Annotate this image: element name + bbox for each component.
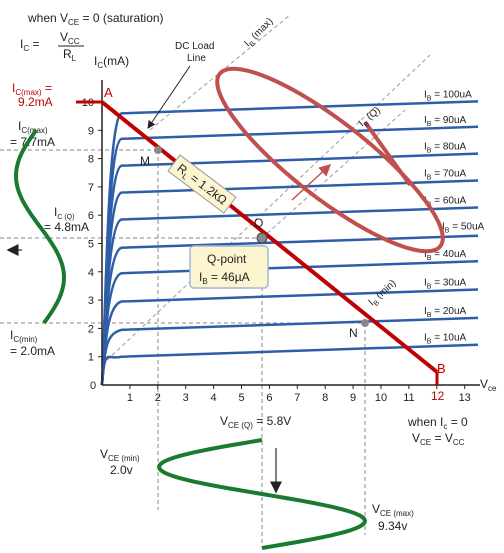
vce-min-value: 2.0v xyxy=(110,463,133,477)
x-tick-label: 13 xyxy=(459,392,471,404)
x-tick-label: 5 xyxy=(238,392,244,404)
ic-min-value: = 2.0mA xyxy=(10,344,55,358)
ic-max-value: = 7.7mA xyxy=(10,135,55,149)
point-b-label: B xyxy=(437,361,446,376)
vce-max-label: VCE (max) xyxy=(372,502,414,518)
ib-curve-label: IB = 30uA xyxy=(424,278,467,291)
svg-text:IB (max): IB (max) xyxy=(242,16,277,51)
point-m-label: M xyxy=(140,154,150,168)
ib-curve-label: IB = 10uA xyxy=(424,333,467,346)
y-tick-label: 8 xyxy=(88,154,94,166)
y-axis-label: IC(mA) xyxy=(94,54,129,70)
x-tick-label: 1 xyxy=(127,392,133,404)
point-n-marker xyxy=(361,319,369,327)
y-tick-label: 5 xyxy=(88,239,94,251)
x-tick-label: 6 xyxy=(266,392,272,404)
output-current-sine xyxy=(13,128,67,325)
ic-min-label: IC(min) xyxy=(10,328,38,344)
output-voltage-sine xyxy=(156,438,368,550)
x-tick-label: 3 xyxy=(183,392,189,404)
y-tick-label: 2 xyxy=(88,323,94,335)
ib-curve-label: IB = 90uA xyxy=(424,115,467,128)
ic-formula-left: IC = xyxy=(20,37,39,53)
x-tick-label: 9 xyxy=(350,392,356,404)
y-tick-label: 1 xyxy=(88,352,94,364)
ic-formula-num: VCC xyxy=(60,30,80,46)
x-tick-label: 4 xyxy=(211,392,217,404)
ib-curve-label: IB = 70uA xyxy=(424,169,467,182)
point-a-label: A xyxy=(104,85,113,100)
input-signal-ellipse xyxy=(215,66,445,254)
y-tick-label: 4 xyxy=(88,267,94,279)
dc-load-line-label: DC Load xyxy=(175,41,214,52)
origin-label: 0 xyxy=(90,380,96,392)
top-condition: when VCE = 0 (saturation) xyxy=(27,11,164,27)
ib-curve-label: IB = 100uA xyxy=(424,89,472,102)
dc-load-line-label-2: Line xyxy=(187,53,206,64)
qpoint-title: Q-point xyxy=(207,252,247,266)
dc-load-line-arrow xyxy=(147,65,191,129)
y-tick-label: 6 xyxy=(88,210,94,222)
svg-text:RL = 1.2kΩ: RL = 1.2kΩ xyxy=(173,161,229,209)
ib-curve-label: IB = 20uA xyxy=(424,306,467,319)
ib-curve-label: IB = 80uA xyxy=(424,142,467,155)
ib-curve-label: IB = 40uA xyxy=(424,249,467,262)
ic-formula-den: RL xyxy=(63,47,77,63)
vce-q-label: VCE (Q) = 5.8V xyxy=(220,414,291,430)
vce-min-label: VCE (min) xyxy=(100,447,140,463)
y-tick-label: 3 xyxy=(88,295,94,307)
ib-curve xyxy=(100,343,479,386)
y-tick-label: 7 xyxy=(88,182,94,194)
ic-max-sat-value: 9.2mA xyxy=(18,95,53,109)
x-axis-label: Vce xyxy=(480,377,497,393)
bottom-condition-1: when Ic = 0 xyxy=(407,415,468,431)
characteristic-curves xyxy=(100,100,479,386)
qpoint-ib: IB = 46µA xyxy=(199,270,250,286)
curve-labels: IB = 10uA IB = 20uA IB = 30uA IB = 40uA IB =… xyxy=(424,89,485,345)
x-tick-label: 7 xyxy=(294,392,300,404)
ellipse-inner-line xyxy=(363,120,412,187)
ib-q-dashed-line xyxy=(261,109,406,239)
x-tick-label: 2 xyxy=(155,392,161,404)
ib-curve xyxy=(100,100,479,386)
ic-q-label: IC (Q) xyxy=(54,205,74,221)
dc-load-line xyxy=(100,100,439,374)
point-q-label: Q xyxy=(254,216,263,230)
point-m-marker xyxy=(154,146,162,154)
x-tick-label: 8 xyxy=(322,392,328,404)
ib-curve-label: IB = 50uA xyxy=(442,222,485,235)
ic-q-value: = 4.8mA xyxy=(44,220,89,234)
ib-max-label: IB (max) xyxy=(242,16,277,51)
qpoint-box: Q-point IB = 46µA xyxy=(189,245,269,289)
y-tick-label: 9 xyxy=(88,125,94,137)
axes xyxy=(101,80,480,386)
x-end-label: 12 xyxy=(431,389,445,403)
bottom-condition-2: VCE = VCC xyxy=(412,431,465,447)
ic-max-sat-label: IC(max) = xyxy=(12,81,52,97)
point-n-label: N xyxy=(349,326,358,340)
point-q-marker xyxy=(256,232,268,244)
vce-max-value: 9.34v xyxy=(378,519,407,533)
x-tick-label: 11 xyxy=(403,392,414,404)
ib-min-dashed-line xyxy=(101,54,431,366)
ellipse-arrow xyxy=(291,163,332,201)
x-tick-label: 10 xyxy=(375,392,387,404)
